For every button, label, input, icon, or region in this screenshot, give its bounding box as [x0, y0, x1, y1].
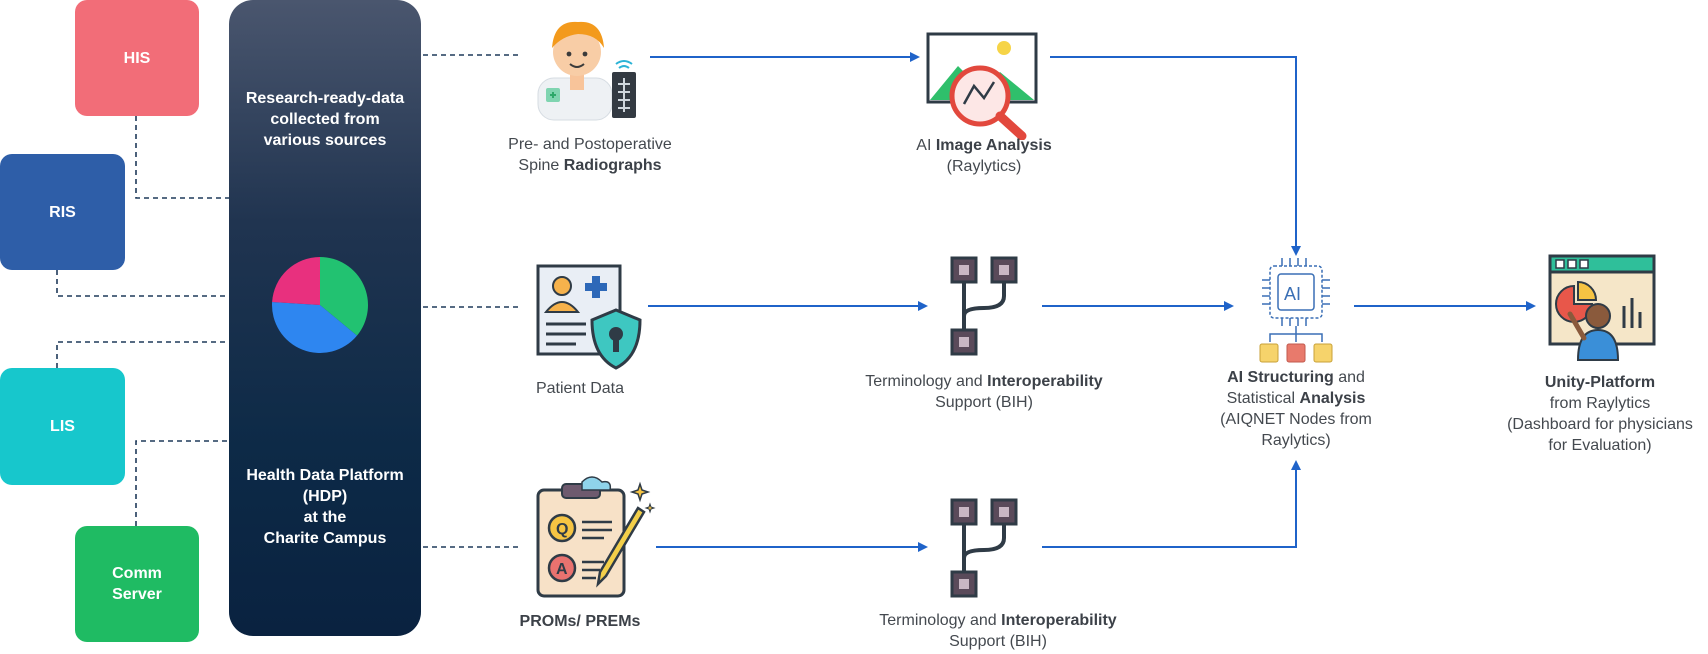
ris-connector [56, 270, 229, 297]
unity-line-2: from Raylytics [1549, 395, 1651, 412]
arrow-analysis-to-ai [1050, 56, 1301, 256]
platform-top-text: Research-ready-data collected from vario… [229, 88, 421, 151]
radiographs-line-2: Spine Radiographs [518, 157, 662, 174]
platform-bottom-line-2: (HDP) [302, 488, 348, 505]
his-label: HIS [123, 49, 151, 67]
patient-data-line-1: Patient Data [535, 380, 625, 397]
ai-structuring-line-1: AI Structuring and [1227, 369, 1365, 386]
patient-data-label: Patient Data [500, 378, 660, 399]
unity-line-1: Unity-Platform [1544, 374, 1656, 391]
lis-connector [56, 341, 229, 368]
platform-bottom-line-3: at the [303, 509, 347, 526]
platform-top-line-3: various sources [263, 132, 387, 149]
pie-chart-icon [272, 257, 368, 353]
his-connector [135, 116, 229, 199]
platform-bottom-text: Health Data Platform (HDP) at the Charit… [229, 465, 421, 549]
image-magnifier-icon [926, 32, 1038, 140]
ris-label: RIS [49, 203, 76, 221]
platform-top-line-1: Research-ready-data [245, 90, 405, 107]
ris-box: RIS [0, 154, 125, 270]
interop-bottom-line-2: Support (BIH) [949, 633, 1047, 650]
comm-connector [135, 440, 229, 526]
platform-top-line-2: collected from [270, 111, 380, 128]
svg-text:Q: Q [556, 521, 568, 538]
dashboard-presenter-icon [1548, 254, 1656, 361]
unity-line-4: for Evaluation) [1548, 437, 1652, 454]
ai-structuring-line-4: Raylytics) [1261, 432, 1331, 449]
lis-box: LIS [0, 368, 125, 485]
comm-server-box: Comm Server [75, 526, 199, 642]
proms-label: PROMs/ PREMs [490, 611, 670, 632]
ai-chip-network-icon: AI [1259, 258, 1333, 363]
questionnaire-clipboard-icon: Q A [536, 476, 656, 598]
unity-label: Unity-Platform from Raylytics (Dashboard… [1494, 372, 1706, 456]
pie-slice-2 [272, 301, 357, 353]
radiographs-label: Pre- and Postoperative Spine Radiographs [480, 134, 700, 176]
ai-structuring-line-3: (AIQNET Nodes from [1220, 411, 1372, 428]
ai-structuring-label: AI Structuring and Statistical Analysis … [1186, 367, 1406, 451]
lis-label: LIS [50, 418, 75, 435]
platform-bottom-line-4: Charite Campus [263, 530, 387, 547]
image-analysis-line-2: (Raylytics) [946, 158, 1022, 175]
pie-slice-3 [272, 257, 320, 305]
doctor-xray-icon [537, 21, 636, 121]
image-analysis-label: AI Image Analysis (Raylytics) [884, 135, 1084, 177]
image-analysis-line-1: AI Image Analysis [916, 137, 1052, 154]
svg-text:A: A [556, 561, 568, 578]
interop-mid-label: Terminology and Interoperability Support… [834, 371, 1134, 413]
his-box: HIS [75, 0, 199, 116]
patient-record-shield-icon [536, 264, 642, 370]
connector-nodes-icon-2 [950, 498, 1018, 598]
interop-mid-line-2: Support (BIH) [935, 394, 1033, 411]
comm-label-1: Comm [112, 565, 162, 582]
pie-slice-1 [320, 257, 368, 336]
svg-text:AI: AI [1284, 284, 1301, 304]
ai-structuring-line-2: Statistical Analysis [1226, 390, 1366, 407]
radiographs-line-1: Pre- and Postoperative [508, 136, 672, 153]
interop-bottom-line-1: Terminology and Interoperability [879, 612, 1117, 629]
proms-line-1: PROMs/ PREMs [519, 613, 641, 630]
arrow-interop2-to-ai [1042, 460, 1301, 548]
interop-bottom-label: Terminology and Interoperability Support… [848, 610, 1148, 652]
comm-label-2: Server [112, 586, 162, 603]
platform-bottom-line-1: Health Data Platform [246, 467, 404, 484]
connector-nodes-icon [950, 256, 1018, 356]
unity-line-3: (Dashboard for physicians [1507, 416, 1693, 433]
interop-mid-line-1: Terminology and Interoperability [865, 373, 1103, 390]
